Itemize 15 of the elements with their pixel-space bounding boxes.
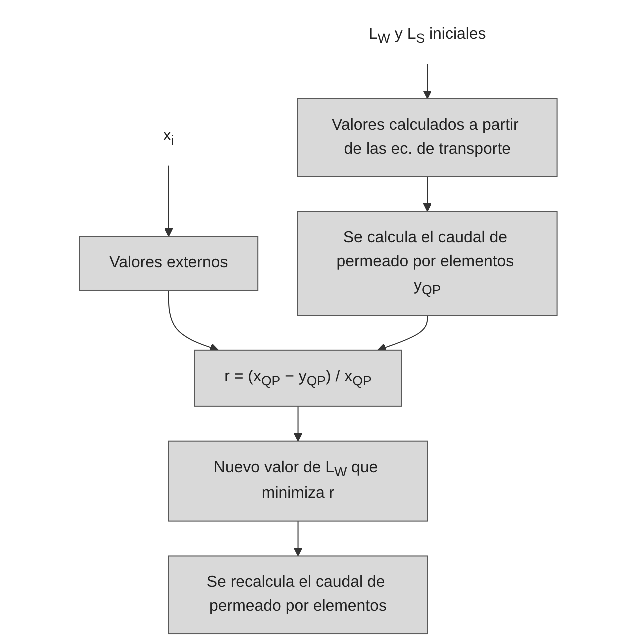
node-text: x$_{i}$ bbox=[163, 128, 174, 148]
node-box: Se calcula el caudal de permeado por elementos y$_{QP}$ bbox=[298, 211, 558, 316]
node-text: L$_{W}$ y L$_{S}$ iniciales bbox=[369, 26, 486, 46]
node-box: r = (x$_{QP}$ − y$_{QP}$) / x$_{QP}$ bbox=[194, 350, 402, 407]
arrow bbox=[164, 165, 174, 238]
node-box: Se recalcula el caudal de permeado por elementos bbox=[168, 556, 428, 635]
node-box: Nuevo valor de L$_{W}$ que minimiza r bbox=[168, 440, 428, 522]
arrow bbox=[294, 406, 303, 442]
node-box: Valores calculados a partir de las ec. de transporte bbox=[298, 98, 558, 178]
node-box: Valores externos bbox=[79, 236, 259, 291]
arrow bbox=[378, 315, 428, 352]
arrow bbox=[423, 176, 432, 212]
arrow bbox=[168, 290, 219, 352]
arrow bbox=[294, 520, 303, 557]
arrow bbox=[423, 64, 432, 100]
